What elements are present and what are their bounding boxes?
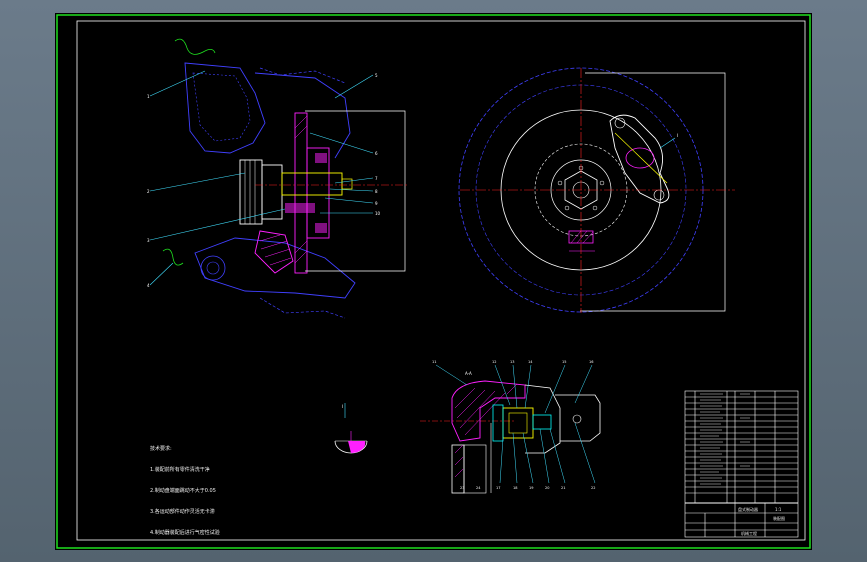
balloon-label: 15: [562, 360, 566, 364]
detail-view-I: I: [334, 403, 368, 454]
cad-drawing: 1 2 3 4 5 6 7 8 9 10: [56, 14, 811, 549]
note-line: 4.制动器装配后进行气密性试验: [150, 530, 220, 536]
balloon-label: 4: [147, 283, 150, 288]
balloon-label: 7: [375, 176, 378, 181]
section-label: A-A: [465, 371, 472, 376]
drawing-name: 盘式制动器: [738, 507, 758, 512]
detail-label: I: [342, 404, 343, 409]
balloon-label: 11: [432, 360, 436, 364]
hub-section-view: [149, 38, 407, 319]
balloon-label: 19: [529, 486, 533, 490]
balloon-label: 12: [492, 360, 496, 364]
title-block-grid: [684, 390, 799, 538]
inner-frame: [76, 20, 806, 541]
balloon-label: 1: [147, 94, 150, 99]
note-line: 3.各运动部件动作灵活无卡滞: [150, 509, 215, 515]
balloon-label: 20: [545, 486, 549, 490]
outer-frame: [56, 14, 811, 549]
balloon-label: 17: [496, 486, 500, 490]
balloon-label: 8: [375, 189, 378, 194]
balloon-label: 9: [375, 201, 378, 206]
note-line: 1.装配前所有零件清洗干净: [150, 467, 210, 473]
caliper-view-balloons: 11 12 13 14 15 16 17 18 19 20 21 22 23 2…: [432, 360, 595, 490]
balloon-label: 18: [513, 486, 517, 490]
school-name: 机械工程: [741, 531, 757, 536]
balloon-label: 22: [591, 486, 595, 490]
drawing-sheet-type: 装配图: [773, 516, 785, 521]
drawing-sheet: 1 2 3 4 5 6 7 8 9 10: [55, 13, 812, 550]
balloon-label: 23: [460, 486, 464, 490]
balloon-label: 5: [375, 73, 378, 78]
balloon-label: 13: [510, 360, 514, 364]
balloon-label: 10: [375, 211, 381, 216]
balloon-label: 14: [528, 360, 533, 364]
technical-notes: 技术要求: 1.装配前所有零件清洗干净 2.制动盘端面跳动不大于0.05 3.各…: [150, 432, 220, 551]
note-line: 技术要求:: [150, 446, 172, 452]
balloon-label: 2: [147, 189, 150, 194]
balloon-label: 21: [561, 486, 565, 490]
balloon-label: 6: [375, 151, 378, 156]
balloon-label: 3: [147, 238, 150, 243]
drawing-scale: 1:1: [775, 507, 782, 512]
parts-list-rows: [700, 393, 750, 485]
balloon-label: 16: [589, 360, 593, 364]
hub-view-balloons: 1 2 3 4 5 6 7 8 9 10: [147, 73, 381, 288]
detail-callout: I: [677, 133, 678, 138]
disc-front-view: I: [458, 67, 735, 313]
caliper-section-view: [420, 364, 601, 494]
balloon-label: 24: [476, 486, 481, 490]
note-line: 2.制动盘端面跳动不大于0.05: [150, 488, 216, 494]
